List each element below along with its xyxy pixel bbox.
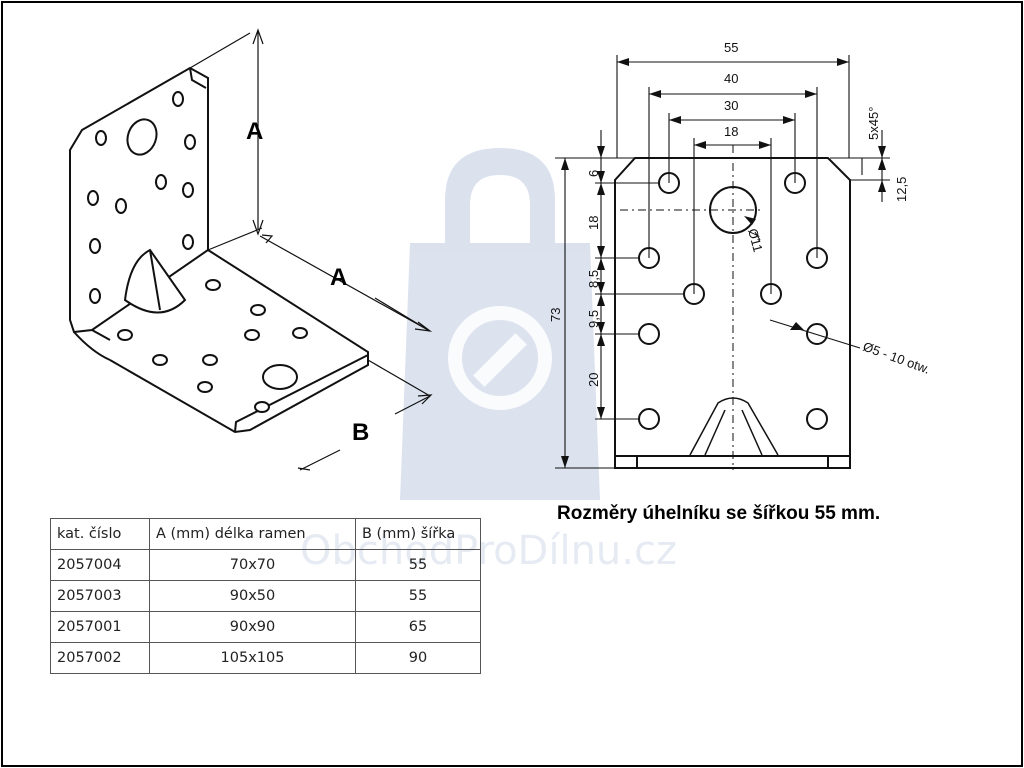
label-b-width: B [352, 419, 369, 446]
dim-hole-small: Ø5 - 10 otw. [861, 339, 932, 377]
cell-b: 90 [355, 642, 481, 674]
table-row: 2057001 90x90 65 [50, 611, 481, 643]
cell-cat: 2057002 [50, 642, 150, 674]
dim-chamfer: 5x45° [866, 107, 881, 140]
table-row: 2057004 70x70 55 [50, 549, 481, 581]
cell-cat: 2057003 [50, 580, 150, 612]
cell-b: 55 [355, 580, 481, 612]
dim-8-5: 8,5 [586, 270, 601, 288]
col-header-a: A (mm) délka ramen [149, 518, 356, 550]
caption: Rozměry úhelníku se šířkou 55 mm. [557, 503, 881, 524]
cell-a: 105x105 [149, 642, 356, 674]
dim-width-30: 30 [724, 98, 738, 113]
cell-b: 65 [355, 611, 481, 643]
label-a-horizontal: A [330, 264, 347, 291]
dim-hole-big: Ø11 [745, 227, 766, 254]
cell-cat: 2057004 [50, 549, 150, 581]
cell-b: 55 [355, 549, 481, 581]
dim-6: 6 [586, 170, 601, 177]
dim-18: 18 [586, 216, 601, 230]
spec-table: kat. číslo A (mm) délka ramen B (mm) šíř… [50, 518, 481, 674]
table-header-row: kat. číslo A (mm) délka ramen B (mm) šíř… [50, 518, 481, 550]
cell-a: 90x90 [149, 611, 356, 643]
dim-9-5: 9,5 [586, 310, 601, 328]
label-a-vertical: A [246, 118, 263, 145]
dim-height-73: 73 [548, 308, 563, 322]
col-header-cat: kat. číslo [50, 518, 150, 550]
cell-cat: 2057001 [50, 611, 150, 643]
dim-height-12-5: 12,5 [894, 177, 909, 202]
table-row: 2057003 90x50 55 [50, 580, 481, 612]
table-row: 2057002 105x105 90 [50, 642, 481, 674]
dim-width-40: 40 [724, 71, 738, 86]
cell-a: 90x50 [149, 580, 356, 612]
dim-20: 20 [586, 373, 601, 387]
dim-width-18: 18 [724, 124, 738, 139]
cell-a: 70x70 [149, 549, 356, 581]
dim-width-55: 55 [724, 40, 738, 55]
col-header-b: B (mm) šířka [355, 518, 481, 550]
